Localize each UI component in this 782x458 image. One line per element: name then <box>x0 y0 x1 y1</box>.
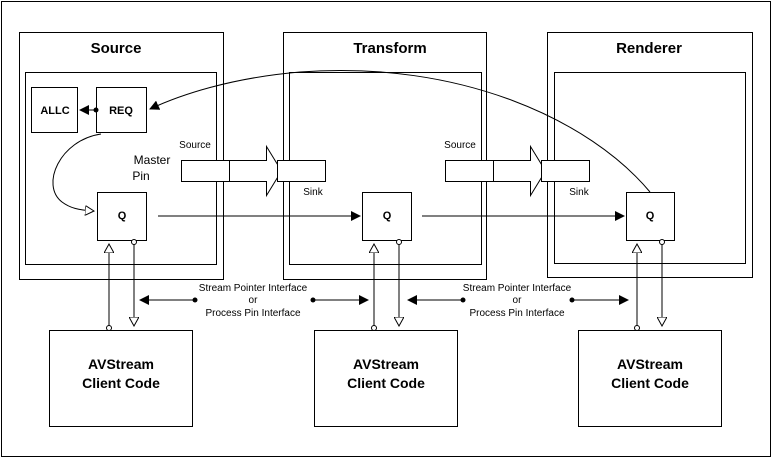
renderer-client-label-1: AVStream <box>617 356 683 372</box>
right-sink-pin-label: Sink <box>569 187 589 198</box>
transform-client-up-dot <box>371 325 377 331</box>
left-interface-label-3: Process Pin Interface <box>205 308 300 319</box>
req-label: REQ <box>109 105 133 117</box>
transform-filter-title: Transform <box>353 40 426 57</box>
renderer-client-label-2: Client Code <box>611 375 689 391</box>
transform-queue-box <box>362 192 412 241</box>
allc-box <box>31 87 78 133</box>
right-sink-pin <box>541 160 590 182</box>
left-pin-arrow <box>229 144 283 198</box>
left-interface-label-2: or <box>249 295 259 306</box>
req-to-queue-curve <box>52 133 102 211</box>
source-client-label-2: Client Code <box>82 375 160 391</box>
transform-client-down-dot <box>396 239 402 245</box>
left-source-pin-label: Source <box>179 140 211 151</box>
renderer-queue-label: Q <box>646 210 655 222</box>
renderer-queue-box <box>626 192 675 241</box>
master-pin-label-2: Pin <box>132 169 149 183</box>
left-sink-pin <box>277 160 326 182</box>
source-filter-box <box>19 32 224 280</box>
right-source-pin <box>445 160 494 182</box>
renderer-client-code-box <box>578 330 722 427</box>
source-queue-label: Q <box>118 210 127 222</box>
transform-filter-box <box>283 32 487 280</box>
right-interface-dot-left <box>460 297 466 303</box>
transform-client-label-1: AVStream <box>353 356 419 372</box>
source-client-down-dot <box>131 239 137 245</box>
renderer-filter-box <box>547 32 753 278</box>
right-interface-label-3: Process Pin Interface <box>469 308 564 319</box>
source-client-code-box <box>49 330 193 427</box>
renderer-filter-title: Renderer <box>616 40 682 57</box>
req-connector-dot <box>93 107 99 113</box>
left-interface-label-1: Stream Pointer Interface <box>199 283 308 294</box>
source-filter-title: Source <box>91 40 142 57</box>
right-interface-label-1: Stream Pointer Interface <box>463 283 572 294</box>
renderer-to-req-curve <box>149 70 651 193</box>
right-source-pin-label: Source <box>444 140 476 151</box>
transform-queue-label: Q <box>383 210 392 222</box>
right-interface-label-2: or <box>513 295 523 306</box>
master-pin-label-1: Master <box>134 153 171 167</box>
left-source-pin <box>181 160 230 182</box>
left-sink-pin-label: Sink <box>303 187 323 198</box>
left-interface-dot-left <box>192 297 198 303</box>
source-queue-box <box>97 192 147 241</box>
left-interface-dot-right <box>310 297 316 303</box>
source-client-label-1: AVStream <box>88 356 154 372</box>
right-interface-dot-right <box>569 297 575 303</box>
renderer-client-down-dot <box>659 239 665 245</box>
allc-label: ALLC <box>40 105 69 117</box>
source-client-up-dot <box>106 325 112 331</box>
transform-client-label-2: Client Code <box>347 375 425 391</box>
renderer-client-up-dot <box>634 325 640 331</box>
transform-client-code-box <box>314 330 458 427</box>
right-pin-arrow <box>493 144 547 198</box>
